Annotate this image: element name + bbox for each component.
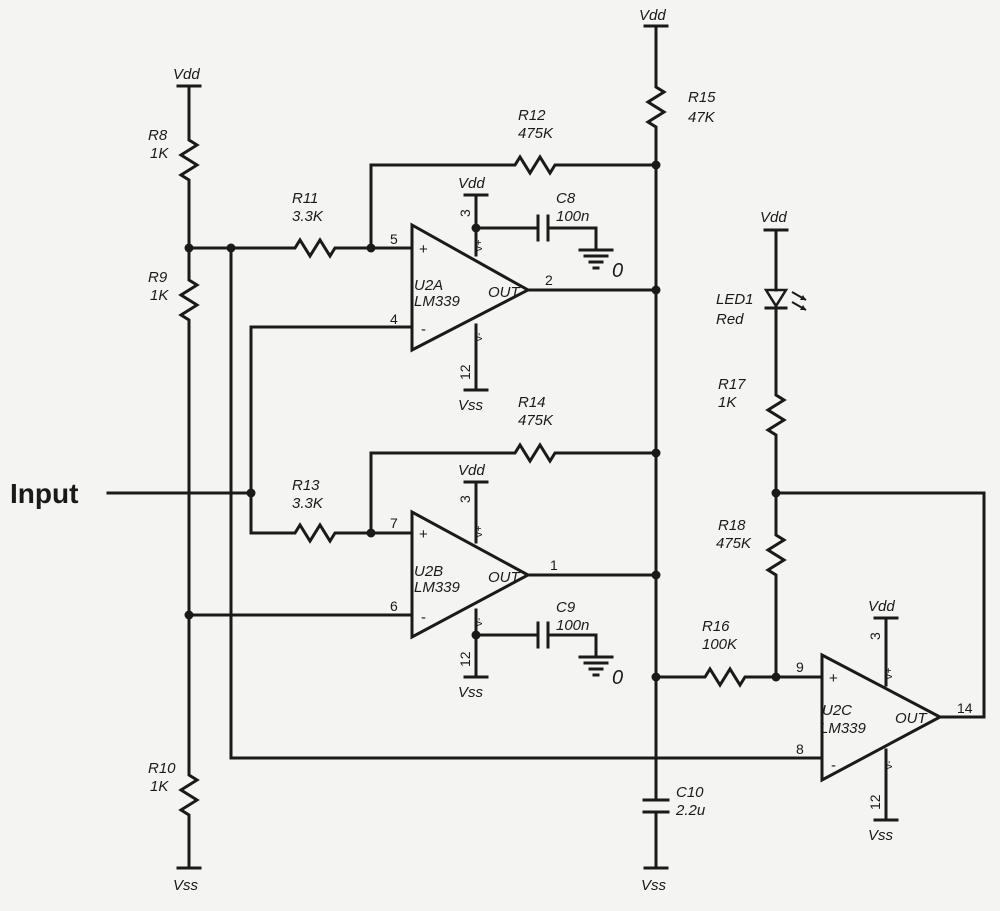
vss-label-u2a: Vss [458,397,484,414]
divider-chain [176,84,202,870]
vss-label-r10: Vss [173,877,199,894]
vss-label-u2c: Vss [868,827,894,844]
c8-name: C8 [556,190,576,207]
vdd-label-u2a: Vdd [458,175,485,192]
u2b-plus-sign: + [419,526,428,543]
c8-value: 100n [556,208,589,225]
led1-name: LED1 [716,291,754,308]
u2b-vminus: V- [474,618,485,627]
resistor-r18 [765,530,787,580]
r8-name: R8 [148,127,168,144]
resistor-r16 [700,666,750,688]
led1-symbol [763,288,807,311]
u2a-vplus: V+ [474,239,485,252]
u2b-out-label: OUT [488,569,522,586]
opamp-u2c [820,616,944,822]
r15-name: R15 [688,89,716,106]
u2c-pin-out: 14 [957,700,973,716]
u2a-pin-vss: 12 [457,364,473,380]
r9-name: R9 [148,269,168,286]
u2c-vminus: V- [884,761,895,770]
junction-dots [184,160,781,682]
r10-value: 1K [150,778,169,795]
u2a-pin-minus: 4 [390,311,398,327]
u2b-pin-minus: 6 [390,598,398,614]
u2a-pin-out: 2 [545,272,553,288]
vdd-label-u2b: Vdd [458,462,485,479]
resistor-r13 [290,522,340,544]
r17-name: R17 [718,376,746,393]
vdd-label-r8: Vdd [173,66,200,83]
r14-value: 475K [518,412,554,429]
r16-value: 100K [702,636,738,653]
u2b-vplus: V+ [474,525,485,538]
r12-value: 475K [518,125,554,142]
u2c-pin-minus: 8 [796,741,804,757]
wiring [106,24,986,870]
resistor-r10 [178,770,200,822]
resistor-r15 [645,82,667,130]
c9-name: C9 [556,599,576,616]
vdd-label-u2c: Vdd [868,598,895,615]
c9-value: 100n [556,617,589,634]
vdd-label-led: Vdd [760,209,787,226]
u2a-pin-vdd: 3 [457,209,473,217]
u2a-part: LM339 [414,293,461,310]
u2b-pin-vss: 12 [457,651,473,667]
r13-value: 3.3K [292,495,324,512]
r11-name: R11 [292,190,318,207]
r16-name: R16 [702,618,730,635]
opamp-u2b [410,480,614,679]
r18-name: R18 [718,517,746,534]
c10-value: 2.2u [675,802,706,819]
u2c-name: U2C [822,702,852,719]
vss-label-c10: Vss [641,877,667,894]
resistor-r8 [178,135,200,185]
u2c-minus-sign: - [831,757,836,774]
r14-name: R14 [518,394,546,411]
u2c-part: LM339 [820,720,867,737]
u2c-out-label: OUT [895,710,929,727]
r17-value: 1K [718,394,737,411]
u2a-pin-plus: 5 [390,231,398,247]
vdd-label-r15: Vdd [639,7,666,24]
r15-value: 47K [688,109,716,126]
u2a-vminus: V- [474,333,485,342]
resistor-r17 [765,390,787,440]
gnd-label-c9: 0 [612,667,623,689]
resistor-r11 [290,237,340,259]
input-label: Input [10,478,78,509]
r18-value: 475K [716,535,752,552]
u2c-vplus: V+ [884,667,895,680]
u2c-plus-sign: + [829,670,838,687]
u2b-pin-vdd: 3 [457,495,473,503]
led1-color: Red [716,311,744,328]
r13-name: R13 [292,477,320,494]
u2c-pin-plus: 9 [796,659,804,675]
u2b-name: U2B [414,563,443,580]
u2a-name: U2A [414,277,443,294]
resistor-r14 [510,442,560,464]
labels: Input Vdd Vss Vdd Vss Vdd Vss Vdd Vss Vd… [10,7,973,894]
r9-value: 1K [150,287,169,304]
r11-value: 3.3K [292,208,324,225]
gnd-label-c8: 0 [612,260,623,282]
u2a-plus-sign: + [419,241,428,258]
r8-value: 1K [150,145,169,162]
u2c-pin-vdd: 3 [867,632,883,640]
r10-name: R10 [148,760,176,777]
u2a-out-label: OUT [488,284,522,301]
u2a-minus-sign: - [421,321,426,338]
vss-label-u2b: Vss [458,684,484,701]
resistor-r12 [510,154,560,176]
r12-name: R12 [518,107,546,124]
resistor-r9 [178,273,200,328]
u2b-pin-plus: 7 [390,515,398,531]
u2c-pin-vss: 12 [867,794,883,810]
u2b-minus-sign: - [421,609,426,626]
u2b-part: LM339 [414,579,461,596]
c10-name: C10 [676,784,704,801]
u2b-pin-out: 1 [550,557,558,573]
